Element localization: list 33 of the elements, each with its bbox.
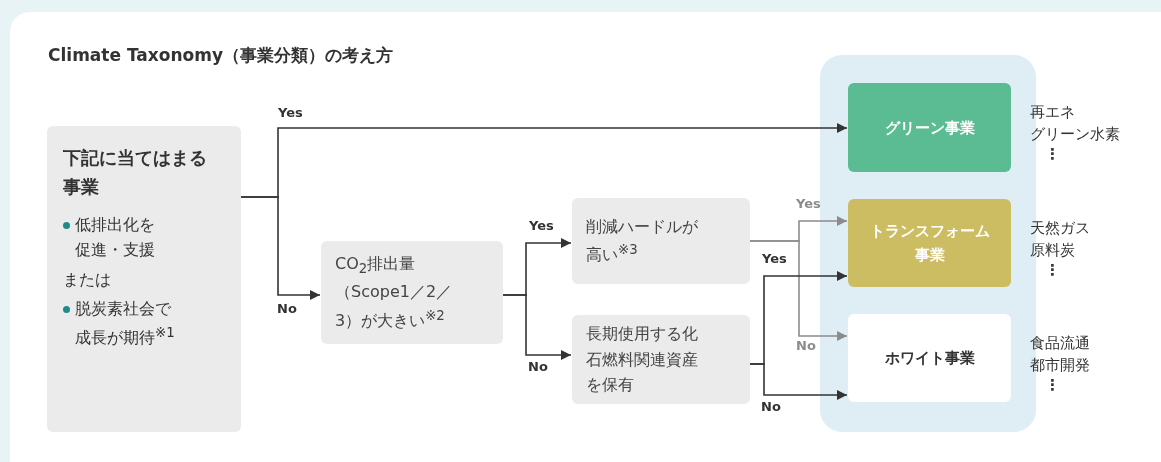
decision-box: CO$_{2}$排出量（Scope1／2／3）が大きい$^{※2}$ (321, 241, 503, 344)
edge-label: No (527, 360, 549, 375)
criteria-box (47, 126, 241, 432)
bullet-item: 脱炭素社会で成長が期待$^{※1}$ (63, 296, 185, 351)
example-text: 再エネ (1030, 103, 1075, 122)
example-text: 都市開発 (1030, 356, 1090, 375)
example-text: 天然ガス (1030, 219, 1090, 238)
example-text: 食品流通 (1030, 334, 1090, 353)
title: Climate Taxonomy（事業分類）の考え方 (48, 44, 393, 67)
example-text: 原料炭 (1030, 241, 1075, 260)
bullet-item: 低排出化を促進・支援 (63, 211, 167, 263)
category-box: グリーン事業 (848, 83, 1011, 172)
edge-label: Yes (761, 252, 788, 267)
category-box: ホワイト事業 (848, 314, 1011, 402)
arrow (240, 196, 321, 300)
box-heading: 下記に当てはまる事業 (63, 146, 208, 199)
category-box: トランスフォーム事業 (848, 199, 1011, 287)
arrow (749, 240, 848, 341)
decision-box: 削減ハードルが高い$^{※3}$ (572, 198, 750, 284)
decision-box: 長期使用する化石燃料関連資産を保有 (572, 315, 750, 404)
ellipsis-mark: ⋮ (1045, 145, 1060, 164)
ellipsis-mark: ⋮ (1045, 376, 1060, 395)
edge-label: No (276, 302, 298, 317)
connector-text: または (63, 268, 112, 291)
edge-label: No (795, 339, 817, 354)
arrow (502, 294, 572, 360)
example-text: グリーン水素 (1030, 125, 1120, 144)
edge-label: No (760, 400, 782, 415)
ellipsis-mark: ⋮ (1045, 261, 1060, 280)
edge-label: Yes (528, 219, 555, 234)
arrow (749, 363, 848, 400)
edge-label: Yes (277, 106, 304, 121)
edge-label: Yes (795, 197, 822, 212)
